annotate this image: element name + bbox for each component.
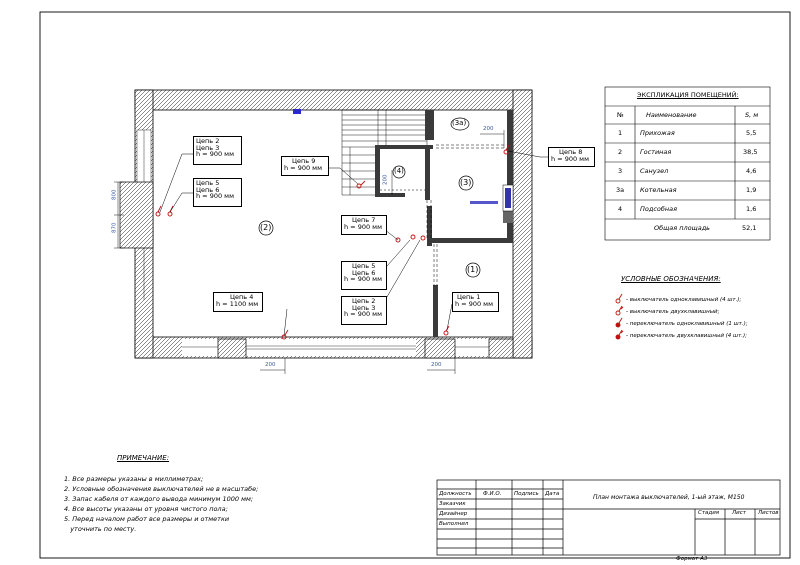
- explication-header-name: Наименование: [646, 111, 697, 119]
- switch-icon: [503, 144, 510, 155]
- title-block: [436, 479, 781, 556]
- explication-row-name: Подсобная: [640, 205, 678, 213]
- room-number-4: (4): [394, 167, 404, 175]
- room-number-1: (1): [467, 265, 479, 274]
- switch-icon: [356, 180, 366, 189]
- dimension-lines: [114, 130, 505, 374]
- sheet-format: Формат А3: [676, 556, 708, 562]
- explication-row-num: 2: [618, 148, 623, 156]
- switch-icon: [443, 325, 450, 336]
- stamp-col-label: Ф.И.О.: [483, 491, 502, 497]
- note-item: уточнить по месту.: [64, 525, 137, 533]
- legend-item: - выключатель двухклавишный;: [626, 309, 720, 315]
- switch-icon: [395, 237, 401, 243]
- stamp-row-label: Дизайнер: [439, 511, 468, 517]
- explication-row-area: 4,6: [746, 167, 757, 175]
- note-item: 1. Все размеры указаны в миллиметрах;: [64, 475, 204, 483]
- room-markers: [258, 117, 481, 278]
- dimension-200: 200: [265, 362, 276, 368]
- stamp-sheet-label: Лист: [732, 510, 746, 516]
- circuit-label: Цепь 2 Цепь 3 h = 900 мм: [193, 136, 242, 165]
- legend-item: - переключатель двухклавишный (4 шт.);: [626, 333, 748, 339]
- stamp-row-label: Выполнил: [439, 521, 469, 527]
- switch-icon: [410, 234, 416, 240]
- circuit-label: Цепь 7 h = 900 мм: [341, 215, 387, 235]
- legend-symbols: [615, 293, 624, 340]
- changeover-single-icon: [615, 317, 623, 328]
- stamp-row-label: Должность: [439, 491, 472, 497]
- explication-table: [604, 86, 771, 241]
- switch-double-icon: [615, 305, 624, 316]
- explication-total-value: 52,1: [742, 224, 757, 232]
- explication-row-name: Санузел: [640, 167, 669, 175]
- note-item: 5. Перед началом работ все размеры и отм…: [64, 515, 230, 523]
- dimension-870: 870: [111, 222, 118, 234]
- explication-title: ЭКСПЛИКАЦИЯ ПОМЕЩЕНИЙ:: [637, 91, 739, 99]
- switch-symbols: [155, 144, 510, 340]
- explication-row-area: 38,5: [743, 148, 758, 156]
- room-number-3a: (3а): [452, 119, 467, 127]
- door-openings: [380, 144, 506, 286]
- explication-header-area: S, м: [745, 111, 759, 119]
- dimension-200: 200: [382, 174, 389, 186]
- switch-icon: [420, 235, 426, 241]
- circuit-label: Цепь 1 h = 900 мм: [452, 292, 499, 312]
- changeover-double-icon: [615, 329, 624, 340]
- explication-row-num: 1: [618, 129, 623, 137]
- stairs: [341, 109, 428, 196]
- interior-walls: [375, 110, 514, 337]
- dimension-200: 200: [483, 126, 494, 132]
- explication-row-num: 4: [618, 205, 623, 213]
- explication-row-area: 1,6: [746, 205, 757, 213]
- note-item: 3. Запас кабеля от каждого вывода миниму…: [64, 495, 254, 503]
- explication-total-label: Общая площадь: [654, 224, 711, 232]
- sheet-frame: [39, 11, 791, 559]
- floor-plan: [114, 89, 548, 374]
- switch-icon: [155, 205, 162, 217]
- explication-row-num: 3а: [616, 186, 625, 194]
- stamp-col-label: Подпись: [514, 491, 539, 497]
- circuit-label: Цепь 5 Цепь 6 h = 900 мм: [341, 261, 387, 290]
- circuit-label: Цепь 2 Цепь 3 h = 900 мм: [341, 296, 387, 325]
- stamp-sheets-label: Листов: [758, 510, 779, 516]
- note-item: 2. Условные обозначения выключателей не …: [64, 485, 259, 493]
- circuit-label: Цепь 4 h = 1100 мм: [213, 292, 263, 312]
- switch-single-icon: [615, 293, 623, 304]
- room-number-3: (3): [460, 178, 472, 187]
- note-item: 4. Все высоты указаны от уровня чистого …: [64, 505, 228, 513]
- dimension-800: 800: [111, 189, 118, 201]
- circuit-label: Цепь 8 h = 900 мм: [548, 147, 595, 167]
- explication-row-num: 3: [618, 167, 623, 175]
- stamp-stage-label: Стадия: [698, 510, 720, 516]
- explication-row-name: Котельная: [640, 186, 677, 194]
- explication-header-num: №: [617, 111, 624, 119]
- legend-item: - переключатель одноклавишный (1 шт.);: [626, 321, 748, 327]
- circuit-label: Цепь 9 h = 900 мм: [281, 156, 329, 176]
- stamp-col-label: Дата: [545, 491, 560, 497]
- stamp-row-label: Заказчик: [439, 501, 466, 507]
- explication-row-area: 1,9: [746, 186, 757, 194]
- notes-title: ПРИМЕЧАНИЕ:: [117, 454, 170, 462]
- room-number-2: (2): [260, 223, 272, 232]
- drawing-title: План монтажа выключателей, 1-ый этаж, М1…: [593, 494, 745, 501]
- explication-row-name: Гостиная: [640, 148, 672, 156]
- explication-row-name: Прихожая: [640, 129, 675, 137]
- exterior-walls: [119, 89, 533, 359]
- dimension-200: 200: [431, 362, 442, 368]
- legend-title: УСЛОВНЫЕ ОБОЗНАЧЕНИЯ:: [621, 275, 721, 283]
- circuit-label: Цепь 5 Цепь 6 h = 900 мм: [193, 178, 242, 207]
- legend-item: - выключатель одноклавишный (4 шт.);: [626, 297, 742, 303]
- explication-row-area: 5,5: [746, 129, 757, 137]
